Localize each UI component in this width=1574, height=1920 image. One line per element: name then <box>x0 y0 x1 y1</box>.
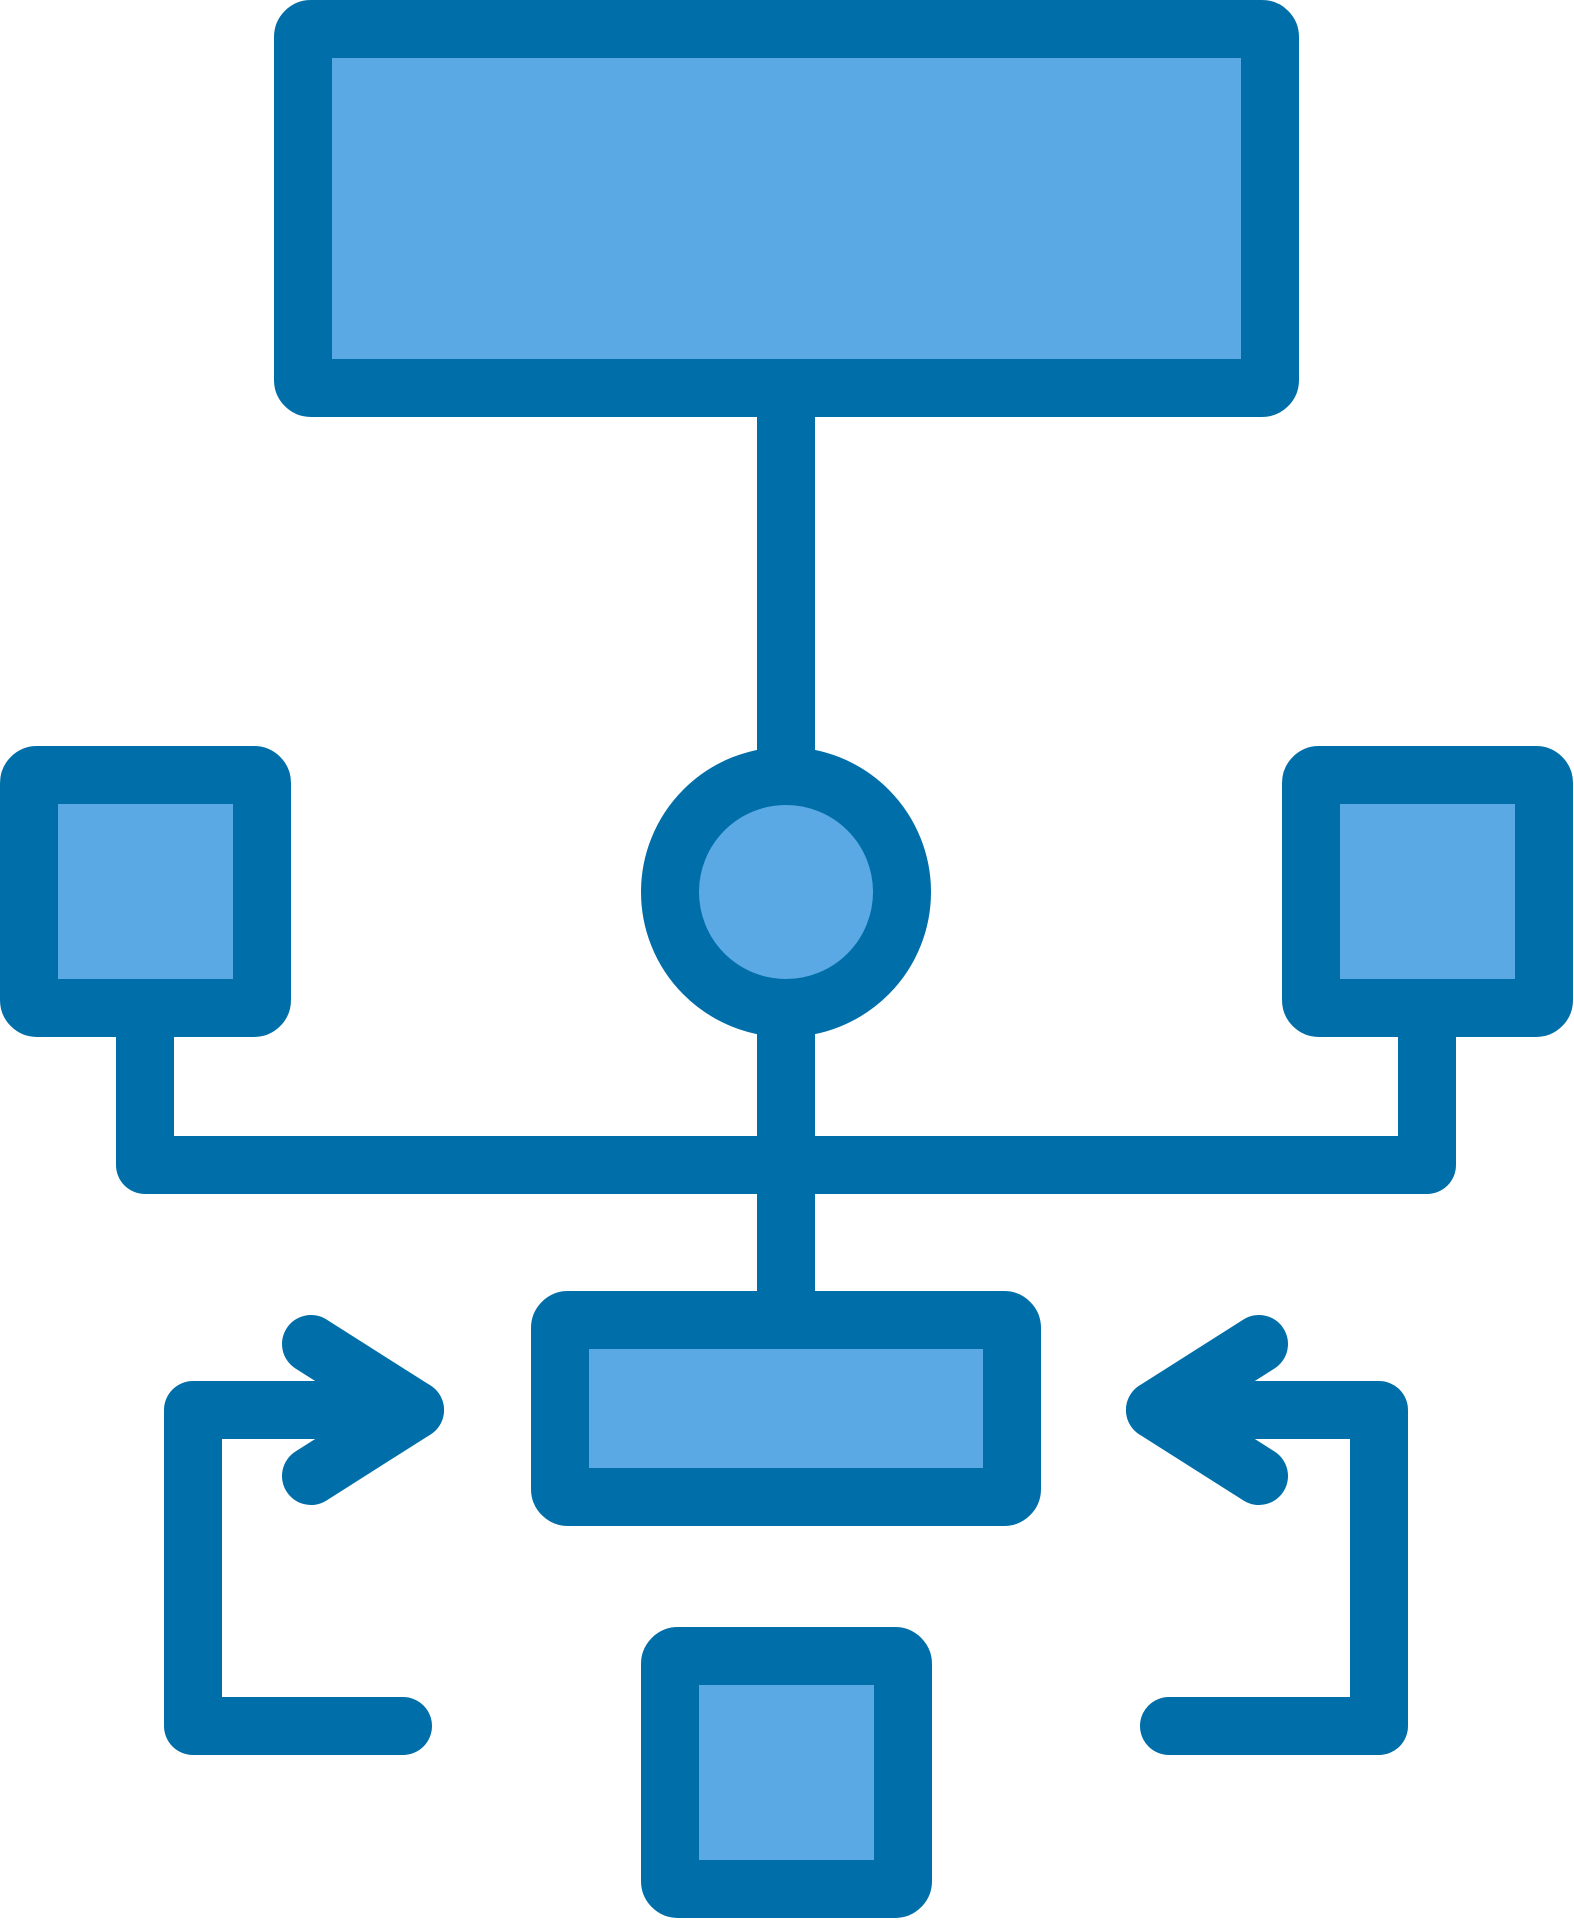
decision-circle <box>641 747 931 1037</box>
connector-lines <box>116 359 1456 1327</box>
left-return-path <box>164 1381 444 1755</box>
left-box <box>0 746 291 1037</box>
left-arrowhead <box>282 1315 444 1505</box>
right-box <box>1282 746 1573 1037</box>
right-return-arrow <box>1126 1315 1408 1755</box>
right-arrowhead <box>1126 1315 1288 1505</box>
right-return-path <box>1126 1381 1408 1755</box>
left-box-branch <box>116 983 815 1194</box>
middle-process-box <box>531 1291 1041 1526</box>
top-process-box <box>274 0 1299 417</box>
bottom-box <box>641 1627 932 1918</box>
left-return-arrow <box>164 1315 444 1755</box>
right-box-branch <box>757 983 1456 1194</box>
